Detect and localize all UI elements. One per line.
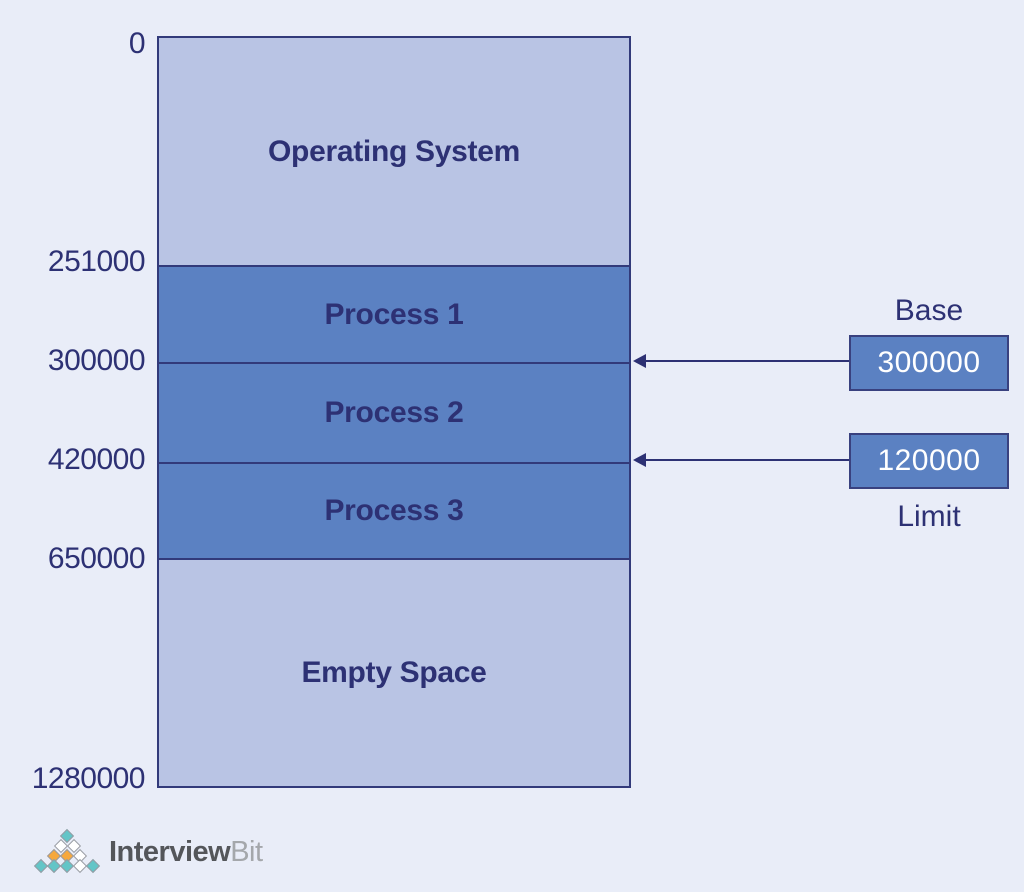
interviewbit-logo-text: InterviewBit — [109, 836, 263, 869]
base-register-label: Base — [894, 294, 964, 327]
address-label-650000: 650000 — [47, 542, 146, 575]
segment-process-2: Process 2 — [159, 362, 629, 462]
segment-label: Empty Space — [301, 656, 487, 689]
address-label-0: 0 — [128, 27, 146, 60]
logo-diamond — [85, 858, 101, 874]
limit-arrow-line — [645, 459, 849, 461]
segment-label: Process 2 — [324, 396, 464, 429]
logo-text-bit: Bit — [230, 835, 263, 868]
segment-process-3: Process 3 — [159, 462, 629, 558]
segment-operating-system: Operating System — [159, 38, 629, 265]
interviewbit-logo-icon — [33, 828, 101, 875]
interviewbit-logo: InterviewBit — [33, 828, 263, 875]
segment-label: Operating System — [268, 134, 520, 168]
address-label-1280000: 1280000 — [31, 762, 146, 795]
segment-label: Process 1 — [324, 297, 464, 331]
base-register-value-box: 300000 — [849, 335, 1009, 391]
limit-register-value-box: 120000 — [849, 433, 1009, 489]
segment-empty-space: Empty Space — [159, 558, 629, 786]
address-label-300000: 300000 — [47, 344, 146, 377]
segment-label: Process 3 — [324, 494, 464, 527]
address-label-251000: 251000 — [47, 245, 146, 278]
limit-register-label: Limit — [897, 500, 961, 533]
base-arrow-head-icon — [633, 354, 646, 368]
base-arrow-line — [645, 360, 849, 362]
base-register-value: 300000 — [877, 346, 981, 379]
limit-register-value: 120000 — [877, 444, 981, 477]
segment-process-1: Process 1 — [159, 265, 629, 362]
memory-column: Operating System Process 1 Process 2 Pro… — [157, 36, 631, 788]
logo-text-interview: Interview — [109, 835, 231, 868]
limit-arrow-head-icon — [633, 453, 646, 467]
address-label-420000: 420000 — [47, 443, 146, 476]
